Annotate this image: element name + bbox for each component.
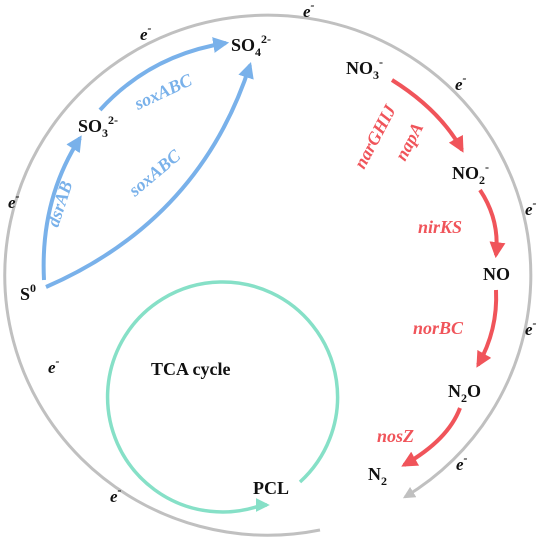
gene-dsrab: dsrAB <box>43 178 77 229</box>
electron-label: e- <box>48 354 60 377</box>
electron-label: e- <box>525 196 537 219</box>
arrow-s0-to-so3 <box>41 135 82 281</box>
label-so3: SO32- <box>78 113 118 140</box>
label-n2: N2 <box>368 464 387 488</box>
label-no: NO <box>483 264 510 284</box>
electron-label: e- <box>110 483 122 506</box>
label-no2: NO2- <box>452 160 489 187</box>
gene-soxabc-lower: soxABC <box>124 145 185 201</box>
electron-label: e- <box>455 71 467 94</box>
electron-label: e- <box>456 451 468 474</box>
gene-norbc: norBC <box>413 318 464 338</box>
arrow-no-to-n2o <box>476 289 499 368</box>
arrow-n2o-to-n2 <box>401 407 462 467</box>
label-s0: S0 <box>20 281 36 304</box>
tca-cycle-loop <box>105 280 340 514</box>
tca-cycle-label: TCA cycle <box>151 359 230 379</box>
electron-label: e- <box>8 189 20 212</box>
arrow-no2-to-no <box>478 188 506 259</box>
arrow-so3-to-so4 <box>98 37 230 112</box>
label-so4: SO42- <box>231 32 271 59</box>
gene-nirks: nirKS <box>418 217 462 237</box>
gene-nosz: nosZ <box>377 426 414 446</box>
electron-label: e- <box>303 0 315 21</box>
outer-electron-cycle <box>3 13 533 537</box>
label-pcl: PCL <box>253 478 289 498</box>
gene-narghij: narGHIJ <box>350 101 401 172</box>
label-n2o: N2O <box>448 381 481 405</box>
label-no3: NO3- <box>346 55 383 82</box>
arrow-s0-to-so4 <box>45 61 254 289</box>
arrow-no3-to-no2 <box>390 78 464 153</box>
electron-label: e- <box>525 316 537 339</box>
gene-napa: napA <box>391 119 427 164</box>
electron-label: e- <box>140 21 152 44</box>
